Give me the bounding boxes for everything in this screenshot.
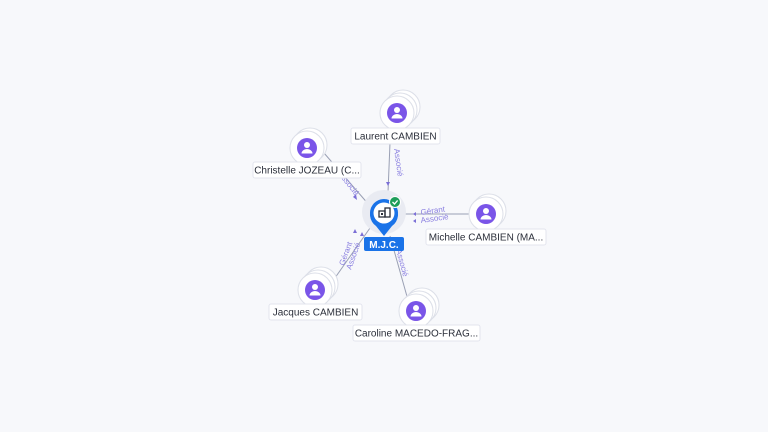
edge-label-michelle-gerant: Gérant xyxy=(420,205,446,217)
edge-michelle-arrow-2 xyxy=(413,219,416,223)
person-node-laurent[interactable]: Laurent CAMBIEN xyxy=(350,89,441,145)
label-bg xyxy=(252,161,362,179)
edge-jacques-arrow xyxy=(353,229,357,233)
edge-jacques xyxy=(329,227,371,286)
person-node-christelle[interactable]: Christelle JOZEAU (C... xyxy=(252,127,362,179)
center-node[interactable]: M.J.C. xyxy=(362,190,406,251)
person-icon xyxy=(387,103,407,123)
edge-laurent-arrow xyxy=(386,182,390,186)
center-label: M.J.C. xyxy=(369,240,399,251)
person-node-michelle[interactable]: Michelle CAMBIEN (MA... xyxy=(425,193,547,246)
label-bg xyxy=(350,127,441,145)
building-icon xyxy=(378,207,391,218)
person-icon xyxy=(297,138,317,158)
check-icon xyxy=(389,196,401,208)
center-label-bg xyxy=(364,237,404,251)
person-label-laurent: Laurent CAMBIEN xyxy=(354,132,436,143)
label-bg xyxy=(425,228,547,246)
person-label-jacques: Jacques CAMBIEN xyxy=(273,308,359,319)
person-icon xyxy=(305,280,325,300)
person-node-caroline[interactable]: Caroline MACEDO-FRAG... xyxy=(352,287,481,342)
person-label-michelle: Michelle CAMBIEN (MA... xyxy=(429,233,543,244)
label-bg xyxy=(268,303,363,321)
edge-michelle-arrow xyxy=(413,212,416,216)
person-label-christelle: Christelle JOZEAU (C... xyxy=(254,166,360,177)
edge-label-michelle-associe: Associé xyxy=(420,212,450,225)
edge-label-caroline-associe: Associé xyxy=(394,248,410,278)
person-label-caroline: Caroline MACEDO-FRAG... xyxy=(355,329,478,340)
person-node-jacques[interactable]: Jacques CAMBIEN xyxy=(268,266,363,321)
edge-label-laurent-associe: Associé xyxy=(392,148,405,178)
edge-christelle-arrow xyxy=(353,194,357,200)
person-icon xyxy=(406,301,426,321)
edge-jacques-arrow-2 xyxy=(360,232,364,236)
person-icon xyxy=(476,204,496,224)
label-bg xyxy=(352,324,481,342)
